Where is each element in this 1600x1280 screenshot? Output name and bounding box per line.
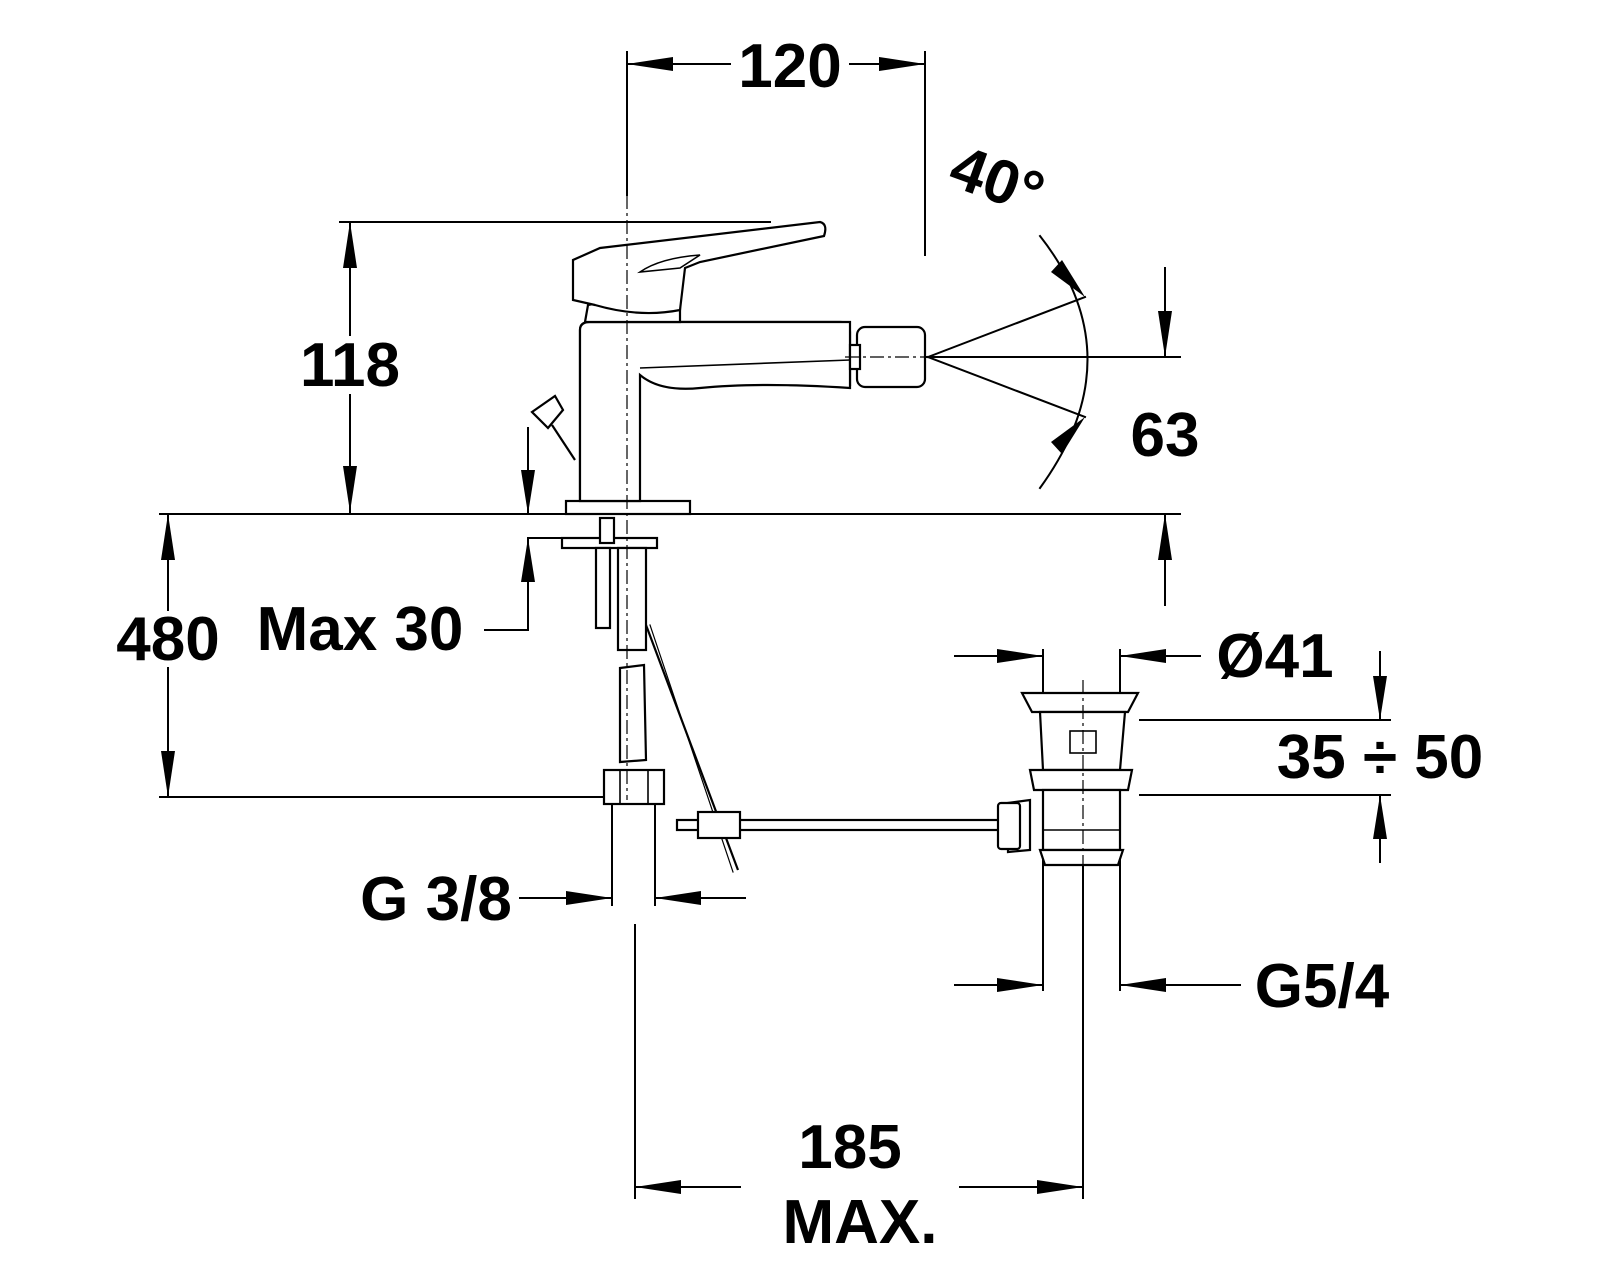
dim-hose-length: 480 xyxy=(116,605,219,674)
center-lines xyxy=(626,195,1084,880)
drain xyxy=(996,691,1140,867)
faucet xyxy=(530,220,1004,873)
dim-height-spout: 118 xyxy=(300,331,400,400)
arrowheads xyxy=(161,57,1387,1194)
dim-spout-offset: 63 xyxy=(1131,401,1200,470)
dim-drain-range: 35 ÷ 50 xyxy=(1277,723,1483,792)
dim-drain-diameter: Ø41 xyxy=(1216,622,1333,691)
dim-angle: 40° xyxy=(941,132,1053,229)
dim-drain-thread: G5/4 xyxy=(1255,952,1390,1021)
dim-max-thickness: Max 30 xyxy=(257,595,464,664)
dim-top-width: 120 xyxy=(738,32,841,101)
dim-distance: 185 xyxy=(798,1113,901,1182)
dim-distance-note: MAX. xyxy=(783,1188,938,1257)
dim-inlet-thread: G 3/8 xyxy=(360,865,512,934)
